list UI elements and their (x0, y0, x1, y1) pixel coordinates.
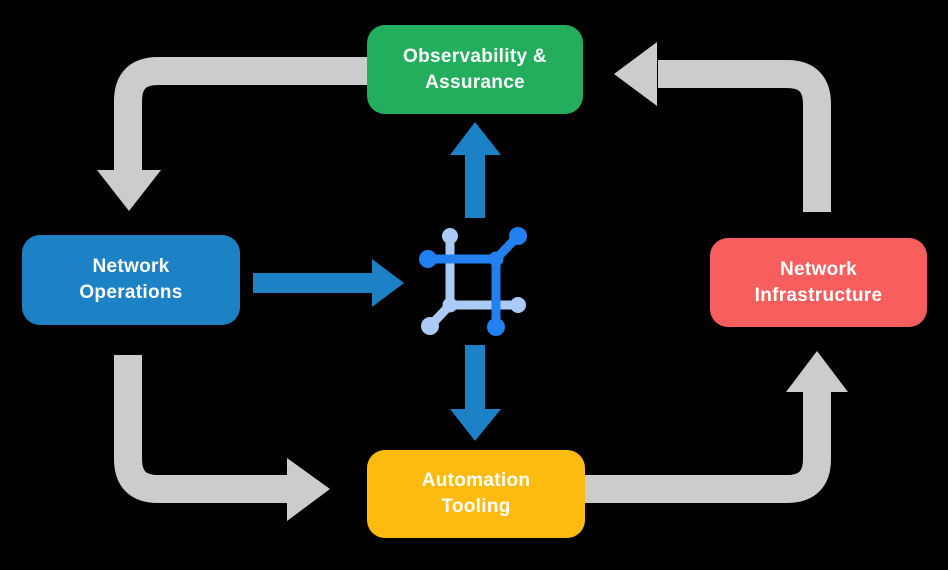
arrow-center-to-automation (450, 345, 501, 441)
node-label-line: Infrastructure (754, 284, 883, 306)
arrow-operations-to-automation (114, 355, 330, 521)
arrow-automation-to-infrastructure (585, 351, 848, 503)
node-label-line: Operations (79, 282, 183, 303)
arrow-observability-to-operations (97, 57, 367, 211)
arrow-center-to-observability (450, 122, 501, 218)
node-label-line: Observability & (403, 45, 547, 67)
node-observability-assurance: Observability & Assurance (367, 25, 583, 114)
node-label-line: Network (779, 258, 858, 280)
node-label-line: Tooling (441, 496, 511, 517)
arrow-operations-to-center (253, 259, 404, 307)
node-network-infrastructure: Network Infrastructure (710, 238, 927, 327)
network-icon-light-half (421, 228, 526, 335)
network-nodes-icon (419, 227, 527, 336)
arrow-infrastructure-to-observability (614, 42, 831, 212)
node-automation-tooling: Automation Tooling (367, 450, 585, 538)
node-network-operations: Network Operations (22, 235, 240, 325)
network-icon-dark-half (419, 227, 527, 336)
node-label-line: Assurance (425, 71, 525, 93)
node-label-line: Network (92, 256, 170, 277)
node-label-line: Automation (421, 470, 531, 491)
